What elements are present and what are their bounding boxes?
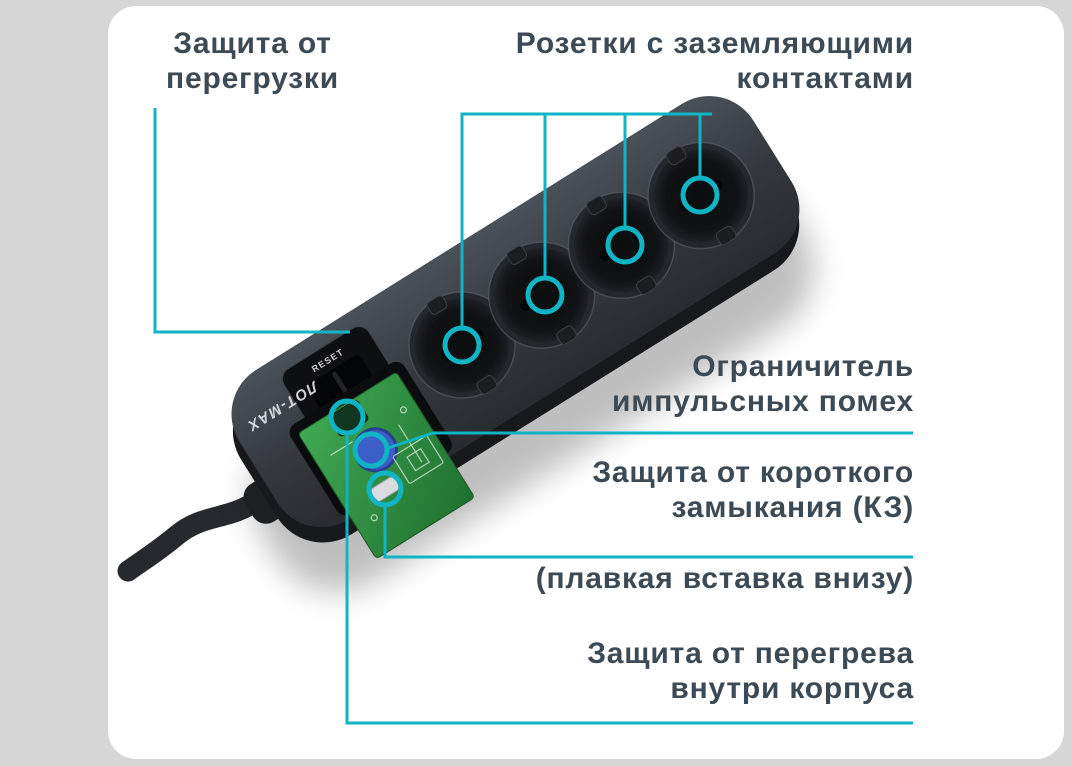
label-line: Розетки с заземляющими <box>515 27 914 60</box>
pcb-board <box>289 361 474 558</box>
callout-label-sockets: Розетки с заземляющими контактами <box>498 26 914 97</box>
ground-contact <box>636 275 657 295</box>
label-line: Защита от <box>173 27 332 60</box>
label-line: замыкания (КЗ) <box>671 491 914 525</box>
callout-line-short-circuit <box>383 506 913 559</box>
callout-line-overload <box>153 108 350 334</box>
label-line: Защита от короткого <box>592 456 914 489</box>
fuse-marker-ring <box>366 470 404 508</box>
callout-label-surge-limiter: Ограничитель импульсных помех <box>583 349 914 420</box>
socket-marker-ring-2 <box>525 275 565 315</box>
callout-line-overheat <box>345 434 913 725</box>
marker-rings <box>328 175 720 508</box>
label-line: внутри корпуса <box>670 672 914 706</box>
ground-contact <box>715 225 737 246</box>
ground-contact <box>426 295 448 315</box>
socket-4 <box>647 141 755 250</box>
socket-2 <box>487 241 596 349</box>
label-line: (плавкая вставка внизу) <box>535 562 914 595</box>
ground-contact <box>665 146 687 166</box>
label-line: перегрузки <box>166 62 339 96</box>
ground-contact <box>556 325 577 345</box>
thermal-marker-ring <box>328 398 366 436</box>
label-line: Ограничитель <box>692 350 914 383</box>
callout-label-overheat: Защита от перегрева внутри корпуса <box>583 636 914 707</box>
power-strip-body: RESET ЛОТ-MAX <box>231 96 814 593</box>
socket-marker-ring-4 <box>680 175 720 215</box>
ground-contact <box>476 375 498 395</box>
socket-marker-ring-3 <box>605 225 645 265</box>
socket-1 <box>408 291 516 399</box>
callout-lines <box>153 108 913 725</box>
callout-line-surge <box>387 431 913 450</box>
socket-marker-ring-1 <box>442 325 482 365</box>
label-line: контактами <box>736 62 914 96</box>
reset-switch: RESET <box>282 326 392 424</box>
callout-label-fuse-note: (плавкая вставка внизу) <box>533 561 914 596</box>
callout-label-overload: Защита от перегрузки <box>150 26 355 97</box>
callout-label-short-circuit: Защита от короткого замыкания (КЗ) <box>583 455 914 526</box>
varistor-marker-ring <box>352 431 390 469</box>
label-line: импульсных помех <box>611 385 914 419</box>
power-cable <box>117 489 269 582</box>
ground-contact <box>586 195 607 216</box>
ground-contact <box>506 245 528 266</box>
callout-line-sockets <box>460 112 712 328</box>
label-line: Защита от перегрева <box>587 637 914 670</box>
